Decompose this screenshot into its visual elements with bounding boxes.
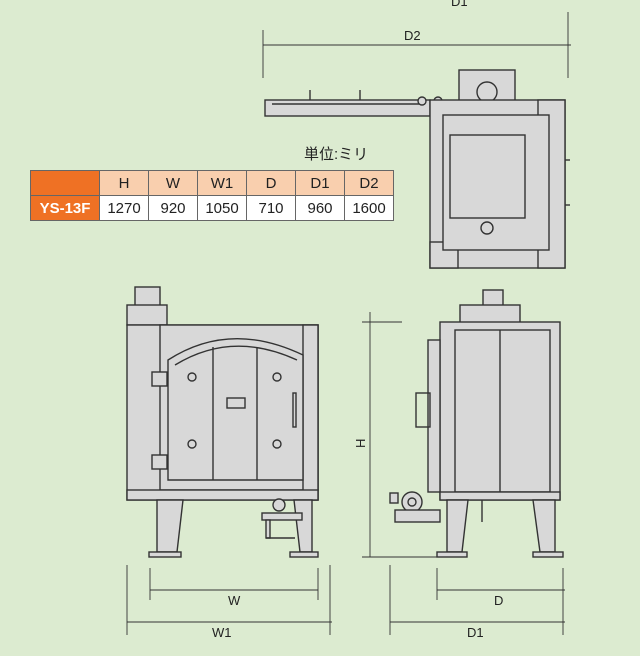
header-d1: D1 bbox=[295, 170, 345, 196]
top-view: D1 D2 bbox=[262, 0, 571, 269]
header-d2: D2 bbox=[344, 170, 394, 196]
header-w: W bbox=[148, 170, 198, 196]
value-h: 1270 bbox=[99, 195, 149, 221]
dim-label-w1: W1 bbox=[212, 625, 232, 640]
header-d: D bbox=[246, 170, 296, 196]
table-corner-cell bbox=[30, 170, 100, 196]
dim-label-w: W bbox=[228, 593, 241, 608]
dim-label-d: D bbox=[494, 593, 503, 608]
dim-label-d1-top: D1 bbox=[451, 0, 468, 9]
value-w: 920 bbox=[148, 195, 198, 221]
table-header-row: H W W1 D D1 D2 bbox=[30, 170, 394, 196]
value-d2: 1600 bbox=[344, 195, 394, 221]
value-d1: 960 bbox=[295, 195, 345, 221]
spec-table: H W W1 D D1 D2 YS-13F 1270 920 1050 710 … bbox=[30, 170, 394, 221]
dimension-lines: H W W1 D D1 bbox=[126, 312, 565, 640]
value-d: 710 bbox=[246, 195, 296, 221]
model-cell: YS-13F bbox=[30, 195, 100, 221]
dim-label-h: H bbox=[353, 439, 368, 448]
header-w1: W1 bbox=[197, 170, 247, 196]
dim-label-d1: D1 bbox=[467, 625, 484, 640]
value-w1: 1050 bbox=[197, 195, 247, 221]
table-row: YS-13F 1270 920 1050 710 960 1600 bbox=[30, 195, 394, 221]
side-view bbox=[389, 289, 564, 558]
dim-label-d2: D2 bbox=[404, 28, 421, 43]
unit-label: 単位:ミリ bbox=[304, 146, 369, 163]
header-h: H bbox=[99, 170, 149, 196]
front-view bbox=[126, 286, 319, 558]
